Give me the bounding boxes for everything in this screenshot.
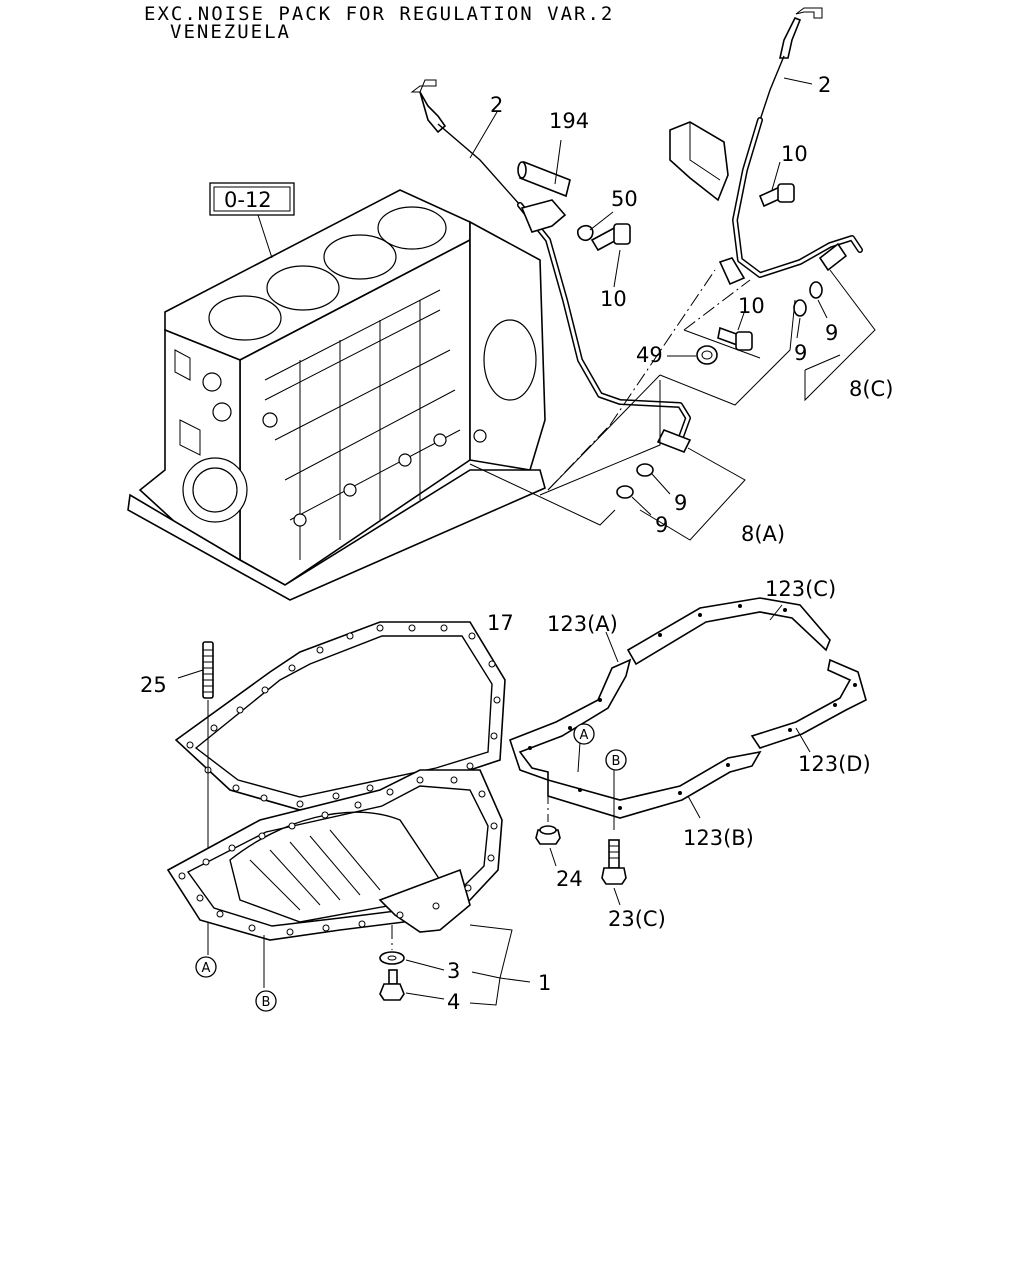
callout-49: 49 — [636, 343, 663, 367]
callout-washer-3: 3 — [447, 959, 460, 983]
callout-dipstick-left: 2 — [490, 93, 503, 117]
callout-seal-123a: 123(A) — [547, 612, 618, 636]
callout-seal-123b: 123(B) — [683, 826, 754, 850]
nut-and-bolt — [535, 790, 627, 906]
circle-markers: A B A B — [195, 723, 627, 1012]
callout-dipstick-right: 2 — [818, 73, 831, 97]
callout-stud-25: 25 — [140, 673, 167, 697]
oil-pan — [166, 769, 503, 988]
marker-b-bottom: B — [255, 990, 277, 1012]
engine-block — [127, 189, 546, 601]
svg-text:B: B — [612, 754, 621, 769]
callout-seal-123c: 123(C) — [765, 577, 836, 601]
dipstick-left — [410, 79, 692, 454]
callout-washer-9-r1: 9 — [825, 321, 838, 345]
callout-washer-9-l2: 9 — [655, 513, 668, 537]
callout-washer-9-r2: 9 — [794, 341, 807, 365]
seals — [509, 597, 867, 830]
reference-box: 0-12 — [209, 182, 295, 259]
callout-194: 194 — [549, 109, 589, 133]
callout-bolt-10-left: 10 — [600, 287, 627, 311]
marker-b-top: B — [605, 749, 627, 771]
header-line-2: VENEZUELA — [170, 21, 291, 43]
callout-bolt-10-upper-right: 10 — [781, 142, 808, 166]
callout-50: 50 — [611, 187, 638, 211]
callout-bolt-23c: 23(C) — [608, 907, 666, 931]
callout-kit-8a: 8(A) — [741, 522, 785, 546]
callout-plug-4: 4 — [447, 990, 460, 1014]
fasteners-mid-right — [616, 281, 823, 499]
marker-a-top: A — [573, 723, 595, 745]
callout-washer-9-l1: 9 — [674, 491, 687, 515]
bracket-upper-left — [517, 160, 631, 252]
callout-nut-24: 24 — [556, 867, 583, 891]
callout-bolt-10-mid-right: 10 — [738, 294, 765, 318]
svg-text:A: A — [580, 728, 589, 743]
guide-lines — [469, 77, 876, 541]
callout-pan-1: 1 — [538, 971, 551, 995]
drain-plug — [379, 924, 531, 1006]
callout-seal-123d: 123(D) — [798, 752, 871, 776]
marker-a-bottom: A — [195, 956, 217, 978]
header-line-1: EXC.NOISE PACK FOR REGULATION VAR.2 — [144, 3, 615, 25]
callout-labels: 2 2 194 50 10 10 10 49 9 9 8(C) 9 9 8(A)… — [140, 73, 893, 1014]
callout-kit-8c: 8(C) — [849, 377, 893, 401]
reference-box-label: 0-12 — [224, 188, 272, 212]
callout-gasket-17: 17 — [487, 611, 514, 635]
dipstick-right — [669, 7, 863, 286]
svg-text:B: B — [262, 995, 271, 1010]
svg-text:A: A — [202, 961, 211, 976]
